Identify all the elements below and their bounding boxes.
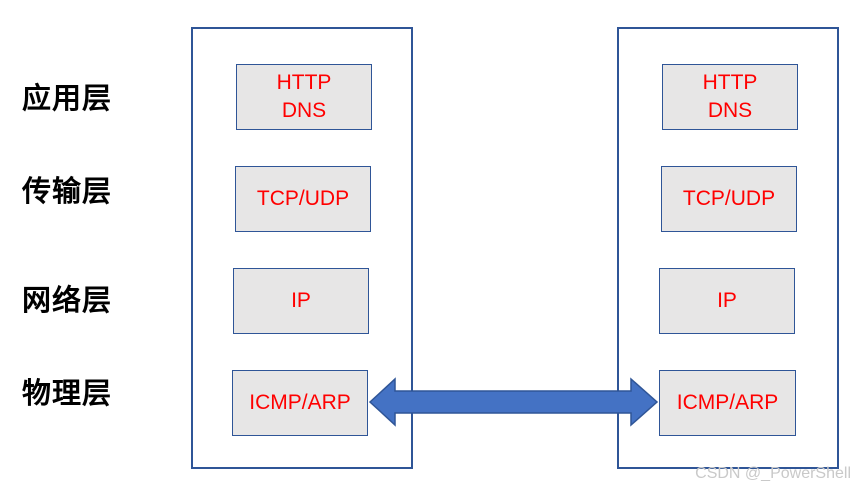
left-http-label: HTTP xyxy=(276,71,332,94)
right-http-label: HTTP xyxy=(702,71,758,94)
left-ip-label: IP xyxy=(291,289,311,312)
right-dns-label: DNS xyxy=(707,99,753,122)
left-tcp-udp-label: TCP/UDP xyxy=(256,187,350,210)
right-transport-box: TCP/UDP xyxy=(661,166,797,232)
layer-label-physical: 物理层 xyxy=(22,376,113,410)
layer-label-network: 网络层 xyxy=(22,283,113,317)
right-application-box: HTTP DNS xyxy=(662,64,798,130)
left-network-box: IP xyxy=(233,268,369,334)
left-icmp-arp-label: ICMP/ARP xyxy=(249,391,351,414)
right-host-stack: HTTP DNS TCP/UDP IP ICMP/ARP xyxy=(617,27,839,469)
left-dns-label: DNS xyxy=(281,99,327,122)
right-icmp-arp-label: ICMP/ARP xyxy=(676,391,779,414)
right-network-box: IP xyxy=(659,268,795,334)
arrow-shape xyxy=(368,377,659,427)
right-tcp-udp-label: TCP/UDP xyxy=(682,187,776,210)
left-transport-box: TCP/UDP xyxy=(235,166,371,232)
right-physical-box: ICMP/ARP xyxy=(659,370,796,436)
right-ip-label: IP xyxy=(717,289,737,312)
layer-label-application: 应用层 xyxy=(22,81,113,115)
left-host-stack: HTTP DNS TCP/UDP IP ICMP/ARP xyxy=(191,27,413,469)
layer-label-transport: 传输层 xyxy=(22,174,113,208)
watermark: CSDN @_PowerShell xyxy=(695,465,851,482)
left-physical-box: ICMP/ARP xyxy=(232,370,368,436)
left-application-box: HTTP DNS xyxy=(236,64,372,130)
